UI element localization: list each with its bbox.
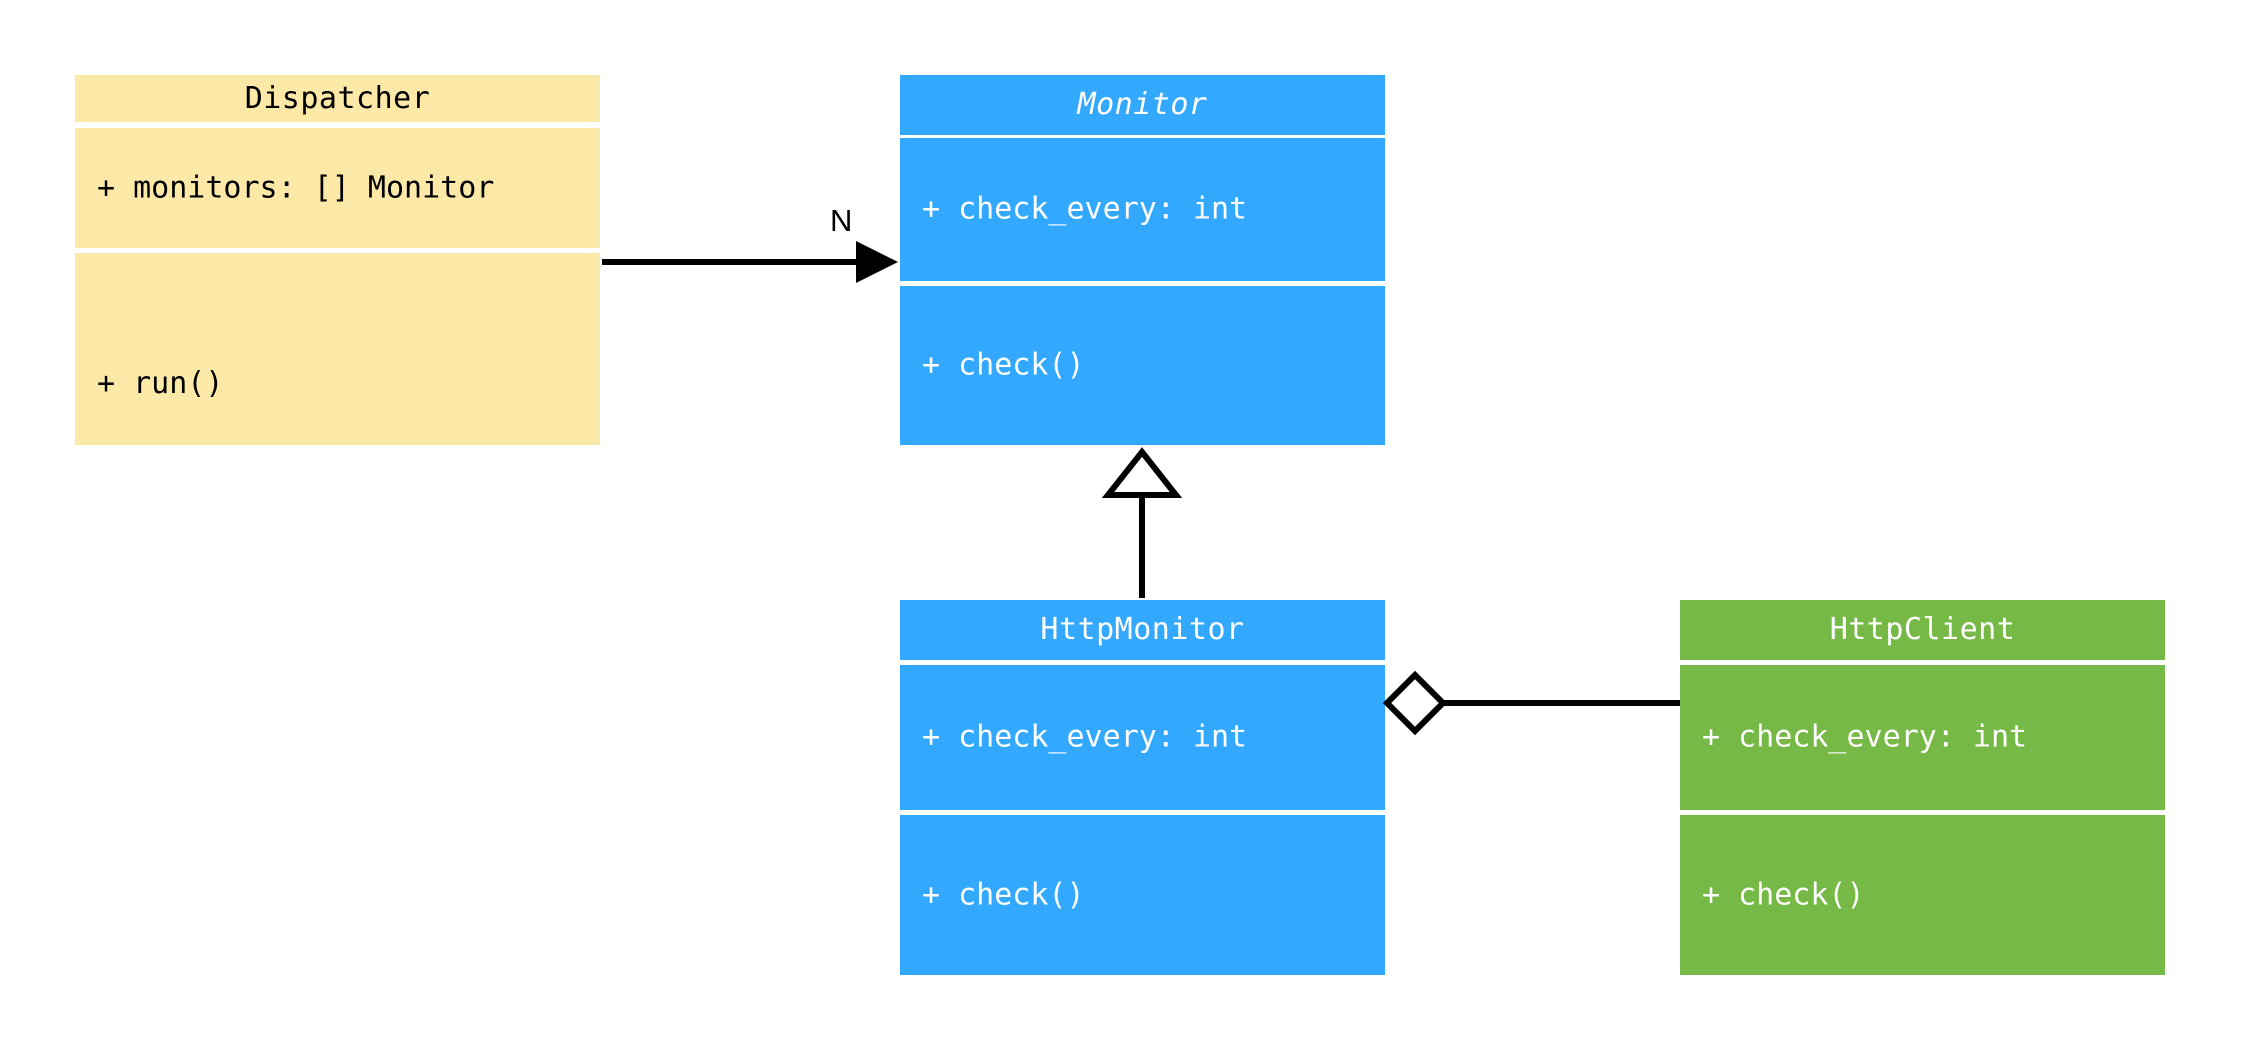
class-title-compartment-http-monitor: HttpMonitor <box>900 600 1385 660</box>
method-item: + check() <box>1702 877 1865 913</box>
class-name-http-monitor: HttpMonitor <box>1040 612 1245 647</box>
class-attributes-compartment-http-monitor: + check_every: int <box>900 665 1385 810</box>
class-box-monitor[interactable]: Monitor + check_every: int + check() <box>900 75 1385 445</box>
method-list-monitor: + check() <box>922 286 1381 445</box>
class-box-dispatcher[interactable]: Dispatcher + monitors: [] Monitor + run(… <box>75 75 600 445</box>
method-list-http-client: + check() <box>1702 815 2161 975</box>
class-methods-compartment-http-monitor: + check() <box>900 815 1385 975</box>
attribute-list-http-client: + check_every: int <box>1702 665 2161 810</box>
class-box-http-client[interactable]: HttpClient + check_every: int + check() <box>1680 600 2165 975</box>
class-title-compartment-dispatcher: Dispatcher <box>75 75 600 122</box>
attribute-item: + check_every: int <box>922 719 1248 755</box>
method-item: + run() <box>97 365 224 401</box>
class-methods-compartment-monitor: + check() <box>900 286 1385 445</box>
connector-http-monitor-to-http-client <box>1382 670 1680 736</box>
attribute-item: + monitors: [] Monitor <box>97 170 495 206</box>
attribute-item: + check_every: int <box>1702 719 2028 755</box>
solid-arrowhead-icon <box>856 241 898 283</box>
method-item: + check() <box>922 877 1085 913</box>
class-attributes-compartment-dispatcher: + monitors: [] Monitor <box>75 128 600 248</box>
method-item: + check() <box>922 347 1085 383</box>
class-methods-compartment-dispatcher: + run() + start() + stop() <box>75 253 600 445</box>
class-title-compartment-http-client: HttpClient <box>1680 600 2165 660</box>
class-attributes-compartment-http-client: + check_every: int <box>1680 665 2165 810</box>
class-attributes-compartment-monitor: + check_every: int <box>900 138 1385 281</box>
attribute-item: + check_every: int <box>922 191 1248 227</box>
connector-dispatcher-to-monitor <box>602 241 898 283</box>
class-methods-compartment-http-client: + check() <box>1680 815 2165 975</box>
class-name-monitor: Monitor <box>1077 87 1208 122</box>
class-box-http-monitor[interactable]: HttpMonitor + check_every: int + check() <box>900 600 1385 975</box>
class-name-http-client: HttpClient <box>1829 612 2016 647</box>
hollow-diamond-icon <box>1382 670 1448 736</box>
attribute-list-dispatcher: + monitors: [] Monitor <box>97 128 596 248</box>
attribute-list-monitor: + check_every: int <box>922 138 1381 281</box>
class-name-dispatcher: Dispatcher <box>244 80 431 116</box>
attribute-list-http-monitor: + check_every: int <box>922 665 1381 810</box>
method-list-http-monitor: + check() <box>922 815 1381 975</box>
connector-http-monitor-to-monitor <box>1101 447 1183 598</box>
class-title-compartment-monitor: Monitor <box>900 75 1385 135</box>
multiplicity-label-n: N <box>830 203 853 238</box>
hollow-triangle-arrowhead-icon <box>1101 447 1183 498</box>
method-list-dispatcher: + run() + start() + stop() <box>97 295 596 445</box>
